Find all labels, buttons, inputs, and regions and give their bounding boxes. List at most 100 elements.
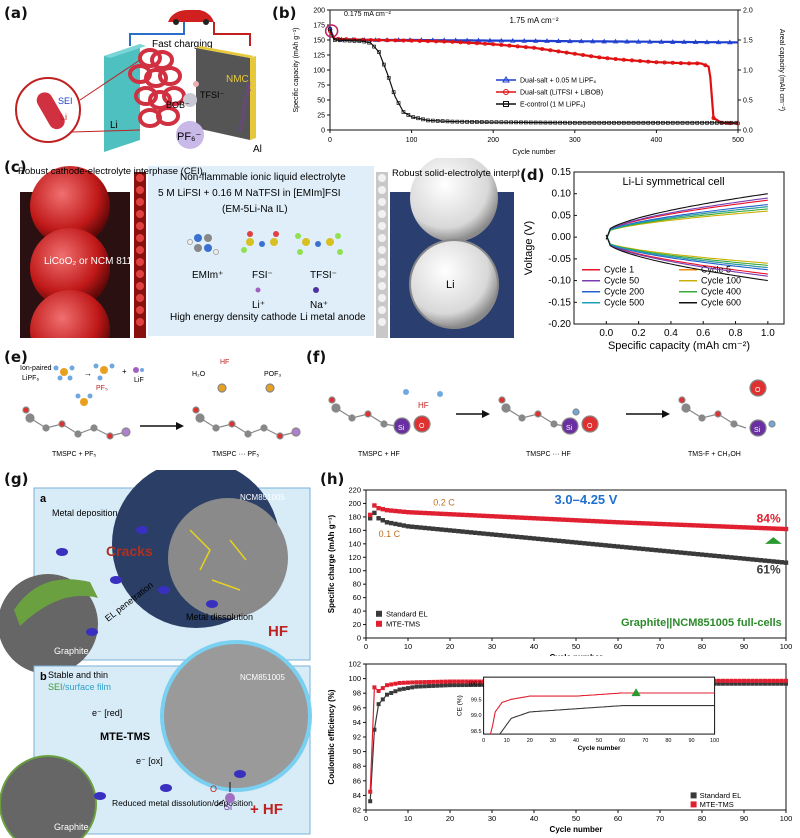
y-tick-label-b: 100	[313, 68, 325, 75]
panel-a-illustration: Fast charging Li NMC Passivated layer Al…	[15, 10, 262, 155]
point-h1-1	[632, 545, 637, 551]
y2-tick-label-b: 0.0	[743, 128, 753, 135]
point-h1-2	[393, 508, 398, 514]
metal-dissolution-label: Metal dissolution	[186, 612, 253, 622]
point-h1-1	[443, 527, 448, 533]
point-h2-1	[443, 683, 448, 688]
y-tick-label-h2: 88	[353, 762, 361, 771]
point-h2-1	[435, 683, 440, 688]
point-h2-2	[414, 680, 419, 685]
arrow-glyph: →	[84, 369, 92, 378]
point-b-3	[724, 120, 729, 125]
elec-title: Non-flammable ionic liquid electrolyte	[180, 172, 346, 183]
tmspc-hf-molecule-2	[498, 396, 599, 435]
point-h1-2	[414, 510, 419, 515]
point-b-1	[555, 38, 562, 43]
legend-marker-h2	[690, 801, 697, 808]
point-h2-1	[758, 681, 763, 686]
y2-axis-label-b: Areal capacity (mAh cm⁻²)	[778, 29, 785, 111]
point-b-1	[601, 38, 607, 44]
x-tick-label-h2: 20	[446, 814, 454, 823]
point-h1-2	[666, 522, 671, 527]
point-h2-2	[742, 678, 746, 683]
point-b-1	[670, 39, 676, 44]
point-h1-1	[473, 530, 478, 535]
point-b-2	[523, 45, 528, 50]
point-b-3	[426, 118, 430, 123]
point-b-3	[543, 120, 548, 125]
point-b-3	[347, 38, 352, 43]
point-h1-1	[405, 524, 411, 529]
series-line-b-2	[329, 30, 739, 125]
series-line-d-7	[605, 206, 768, 240]
point-h1-1	[762, 558, 768, 563]
inset-series-1	[490, 705, 715, 735]
point-h1-1	[645, 547, 650, 552]
point-b-2	[466, 40, 471, 45]
x-tick-label-h1: 10	[404, 642, 412, 651]
x-tick-label-h2: 80	[698, 814, 706, 823]
x-tick-label-d: 1.0	[761, 328, 775, 339]
y-tick-label-d: 0.05	[552, 210, 572, 221]
point-h1-2	[632, 520, 637, 526]
x-axis-label-d: Specific capacity (mAh cm⁻²)	[608, 340, 750, 352]
point-h1-2	[384, 507, 390, 513]
point-b-3	[445, 119, 450, 124]
point-h1-2	[401, 509, 406, 514]
cap2-f: TMSPC ··· HF	[526, 451, 571, 458]
point-h2-2	[397, 680, 402, 685]
sei-surface	[378, 174, 386, 326]
panel-label-h: (h)	[320, 470, 345, 488]
chart-title-d: Li-Li symmetrical cell	[622, 176, 724, 188]
point-h1-1	[447, 528, 453, 533]
point-h1-2	[779, 526, 784, 532]
x-tick-label-h1: 40	[530, 642, 538, 651]
graphite-label-a: Graphite	[54, 646, 89, 656]
point-h2-1	[725, 681, 730, 686]
point-h2-1	[464, 683, 469, 688]
point-h1-2	[502, 514, 507, 520]
point-b-3	[509, 120, 514, 125]
point-h1-1	[401, 523, 406, 528]
li-label: Li	[110, 120, 118, 131]
point-b-1	[692, 39, 699, 44]
point-b-2	[442, 39, 447, 44]
point-h1-1	[569, 539, 574, 545]
point-b-2	[638, 59, 643, 64]
x-tick-label-d: 0.6	[696, 328, 710, 339]
point-h1-2	[720, 524, 726, 529]
point-b-3	[430, 118, 435, 123]
point-h1-1	[502, 533, 507, 538]
dendrite-coils	[128, 48, 186, 128]
point-b-2	[597, 55, 602, 60]
point-b-3	[411, 115, 416, 120]
point-b-3	[626, 120, 631, 125]
x-axis-label-b: Cycle number	[512, 149, 556, 156]
point-b-3	[695, 120, 700, 125]
lipf6-label: LiPF₆	[22, 375, 39, 382]
point-b-3	[484, 120, 489, 124]
panel-label-a: (a)	[4, 4, 28, 22]
series-line-d-7	[605, 234, 768, 269]
point-h1-2	[733, 524, 738, 530]
point-b-2	[425, 39, 430, 44]
li-anode-label: Li	[446, 279, 455, 291]
point-h1-2	[527, 515, 532, 521]
legend-marker-b	[502, 76, 510, 83]
graphite-label-b: Graphite	[54, 822, 89, 832]
point-h1-1	[599, 542, 604, 548]
point-h1-1	[578, 540, 583, 546]
point-h2-1	[742, 681, 746, 686]
point-h1-2	[636, 520, 642, 526]
point-h1-1	[729, 555, 734, 560]
series-line-d-8	[605, 193, 768, 240]
point-b-3	[568, 120, 572, 125]
point-h1-2	[460, 512, 465, 518]
point-h2-1	[477, 682, 482, 687]
mte-label: MTE-TMS	[100, 731, 150, 743]
point-b-3	[548, 120, 553, 125]
bob-label: BOB⁻	[166, 100, 190, 110]
point-h2-2	[418, 680, 423, 685]
legend-label-d: Cycle 50	[604, 276, 639, 286]
point-h1-1	[754, 557, 759, 563]
